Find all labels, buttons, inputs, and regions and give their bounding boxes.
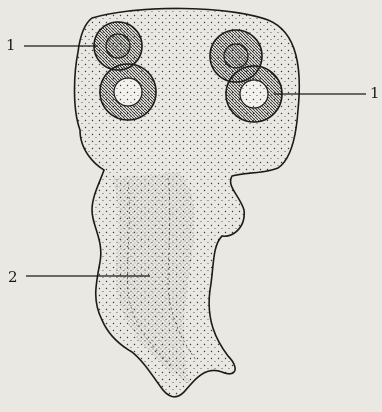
sucker-bottom-right: [226, 66, 282, 122]
label-neck: 2: [8, 270, 18, 285]
sucker-bottom-left: [100, 64, 156, 120]
label-sucker-right: 1: [370, 86, 380, 101]
neck-shading: [112, 172, 194, 384]
sucker-top-left: [94, 22, 142, 70]
label-sucker-left: 1: [6, 38, 16, 53]
